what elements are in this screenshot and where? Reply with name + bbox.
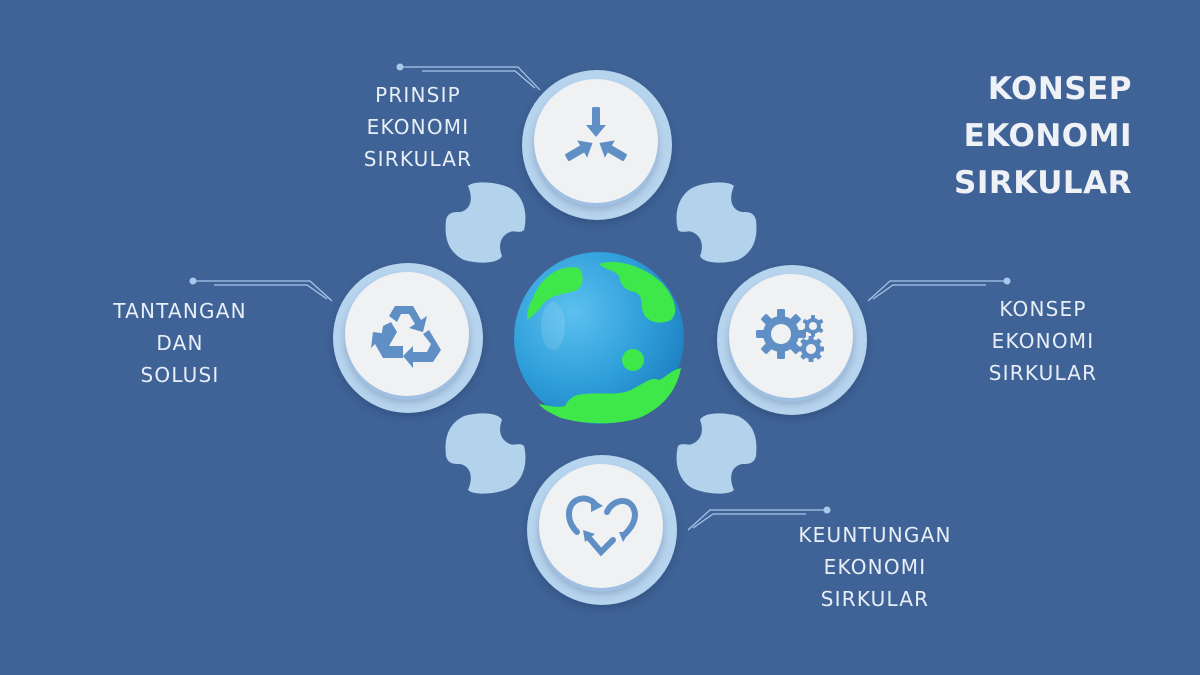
connector-bottom-right (676, 413, 757, 494)
node-keuntungan[interactable] (527, 455, 677, 605)
label-line: KONSEP (999, 297, 1087, 321)
label-line: SIRKULAR (988, 361, 1098, 385)
label-line: TANTANGAN (113, 299, 247, 323)
title-line-1: KONSEP (987, 71, 1132, 107)
node-prinsip[interactable] (522, 70, 672, 220)
label-konsep: KONSEP EKONOMI SIRKULAR (968, 293, 1118, 389)
label-line: SIRKULAR (363, 147, 473, 171)
label-line: EKONOMI (991, 329, 1095, 353)
label-line: SIRKULAR (820, 587, 930, 611)
node-tantangan[interactable] (333, 263, 483, 413)
gears-icon (756, 309, 824, 362)
connector-top-left (445, 182, 526, 263)
title-line-2: EKONOMI (963, 118, 1132, 154)
label-tantangan: TANTANGAN DAN SOLUSI (95, 295, 265, 391)
connector-bottom-left (445, 413, 526, 494)
node-konsep[interactable] (717, 265, 867, 415)
node-face (729, 274, 853, 398)
label-keuntungan: KEUNTUNGAN EKONOMI SIRKULAR (780, 519, 970, 615)
page-title: KONSEP EKONOMI SIRKULAR (954, 66, 1132, 207)
label-line: EKONOMI (366, 115, 470, 139)
recycle-icon (371, 306, 441, 368)
converging-arrows-icon (565, 107, 627, 161)
node-face (345, 272, 469, 396)
node-face (534, 79, 658, 203)
label-line: EKONOMI (823, 555, 927, 579)
label-line: DAN (156, 331, 204, 355)
title-line-3: SIRKULAR (954, 165, 1132, 201)
recycle-heart-icon (565, 495, 639, 557)
label-line: PRINSIP (375, 83, 461, 107)
label-line: SOLUSI (140, 363, 220, 387)
connector-top-right (676, 182, 757, 263)
node-face (539, 464, 663, 588)
label-line: KEUNTUNGAN (798, 523, 952, 547)
globe-icon (514, 252, 684, 424)
label-prinsip: PRINSIP EKONOMI SIRKULAR (348, 79, 488, 175)
